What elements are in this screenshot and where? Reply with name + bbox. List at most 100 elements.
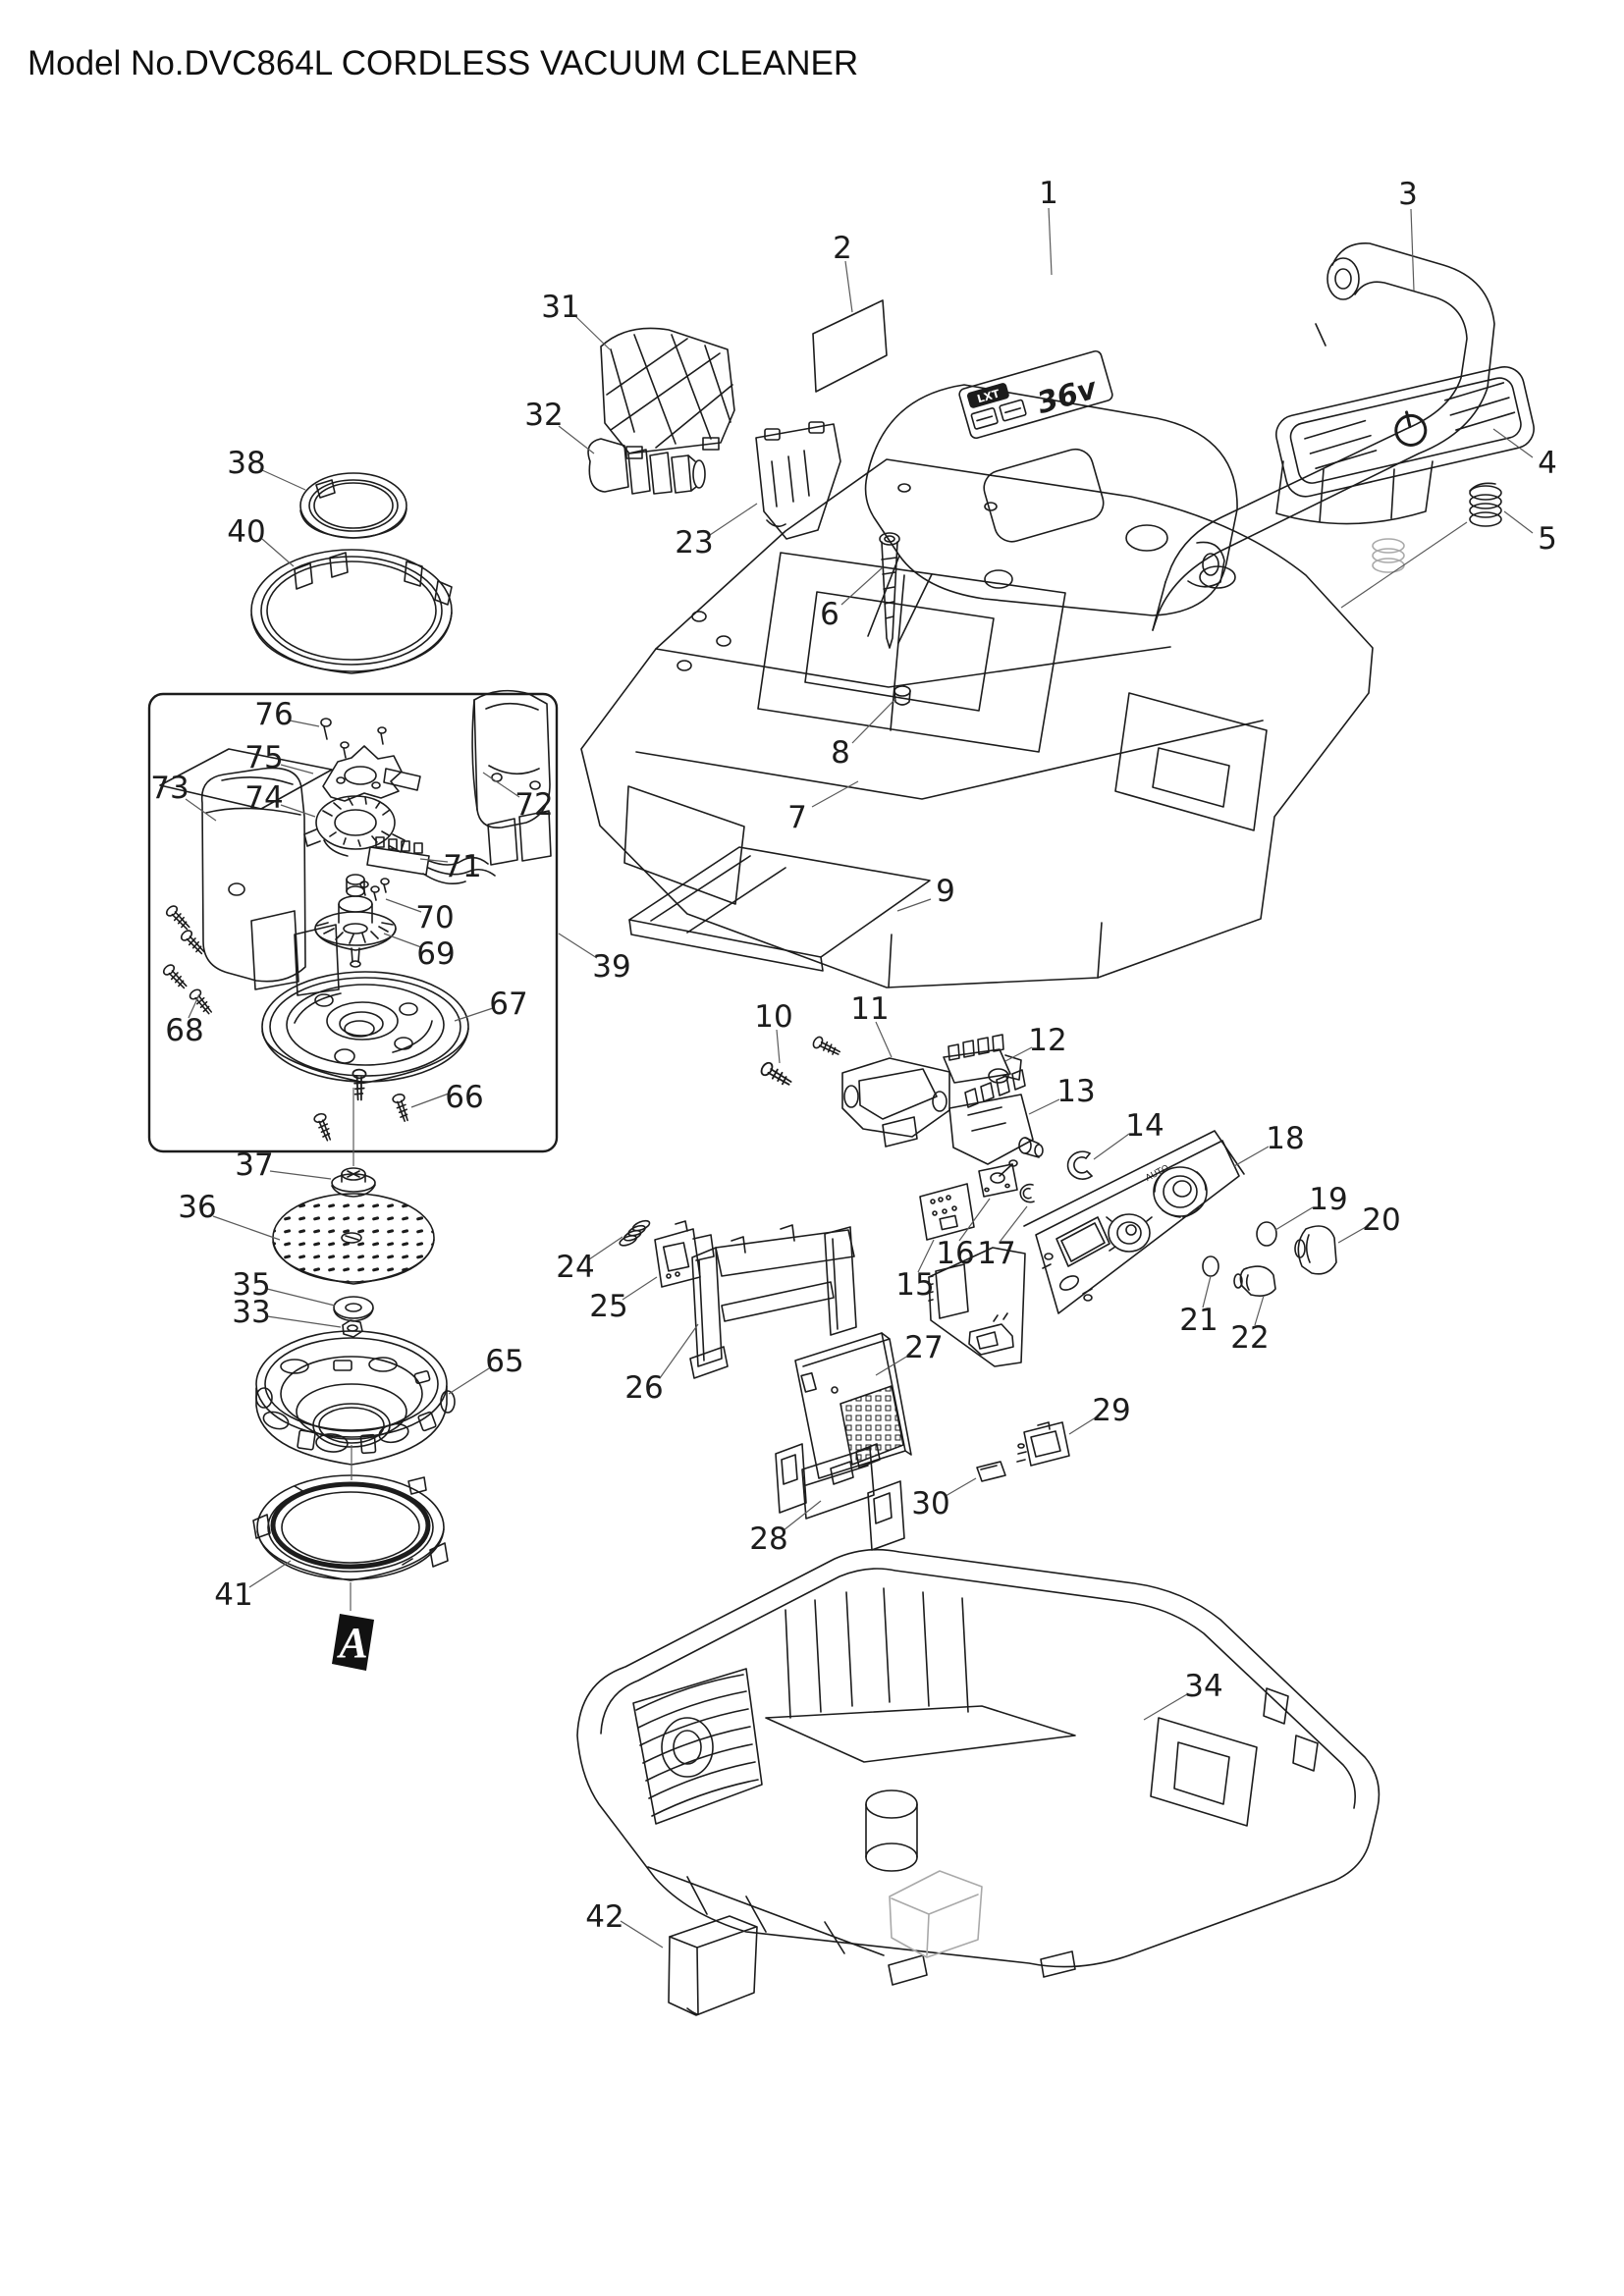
part-27-pcb [794, 1332, 912, 1485]
part-label-12: 12 [1028, 1023, 1066, 1058]
leader-line [709, 503, 758, 536]
leader-line [945, 1477, 977, 1497]
part-label-42: 42 [585, 1899, 623, 1935]
part-label-38: 38 [227, 446, 265, 481]
leader-line [1503, 510, 1534, 534]
leader-line [419, 858, 449, 863]
leader-line [185, 798, 217, 822]
voltage-sticker: LXT 36v [958, 349, 1113, 440]
leader-line [448, 1367, 490, 1395]
part-8-pin [893, 685, 911, 706]
leader-line [620, 1920, 664, 1949]
leader-line [958, 1198, 991, 1242]
part-68-screws [161, 903, 215, 1018]
leader-line [1068, 1416, 1097, 1435]
part-label-20: 20 [1362, 1202, 1400, 1238]
part-label-34: 34 [1184, 1669, 1222, 1704]
leader-line [1340, 521, 1468, 609]
leader-line [851, 698, 896, 744]
part-32-tube [587, 438, 706, 495]
part-label-65: 65 [485, 1344, 523, 1379]
part-42-foam-block [668, 1915, 758, 2016]
leader-line [574, 315, 611, 350]
part-label-26: 26 [624, 1370, 663, 1406]
part-23-bracket [755, 421, 841, 540]
part-37-cap [331, 1167, 376, 1198]
part-label-41: 41 [214, 1577, 252, 1613]
part-33-nut [342, 1319, 363, 1338]
part-label-8: 8 [831, 735, 850, 771]
leader-line [454, 1007, 494, 1022]
leader-line [1410, 208, 1415, 292]
part-41-clamp-ring [252, 1474, 449, 1581]
part-36-perforated-disc [272, 1193, 435, 1285]
part-label-11: 11 [850, 991, 889, 1027]
part-72-housing-cup [471, 689, 552, 866]
part-label-27: 27 [904, 1330, 943, 1365]
leader-line [212, 1215, 281, 1241]
subassembly-box [147, 692, 559, 1153]
part-label-39: 39 [592, 949, 630, 985]
part-15-pcb [919, 1183, 975, 1241]
leader-line [248, 1560, 292, 1588]
part-label-71: 71 [443, 849, 481, 884]
part-label-24: 24 [556, 1250, 594, 1285]
part-label-32: 32 [524, 398, 563, 433]
leader-line [1233, 1146, 1270, 1167]
leader-line [558, 933, 598, 959]
part-4-vent-cover [1275, 366, 1535, 525]
leader-line [289, 720, 320, 727]
part-label-17: 17 [977, 1236, 1015, 1271]
part-35-washer [333, 1296, 374, 1322]
part-label-15: 15 [895, 1267, 934, 1303]
leader-line [840, 566, 884, 606]
part-77-holder [928, 1247, 1026, 1367]
part-20-knob [1294, 1225, 1337, 1275]
part-1-battery-cover: LXT 36v [864, 349, 1238, 644]
part-label-23: 23 [675, 525, 713, 561]
leader-line [1143, 1693, 1188, 1721]
part-label-14: 14 [1125, 1108, 1164, 1144]
part-16-toggle-switch [978, 1159, 1018, 1198]
part-label-68: 68 [165, 1013, 203, 1048]
section-a-text: A [336, 1619, 367, 1667]
part-label-72: 72 [514, 787, 553, 823]
leader-line [844, 260, 853, 313]
part-74-stator [303, 795, 406, 857]
part-label-76: 76 [254, 697, 293, 732]
part-14-eclip [1066, 1150, 1093, 1180]
leader-line [659, 1323, 699, 1379]
leader-line [896, 898, 932, 912]
leader-line [558, 425, 595, 454]
part-label-25: 25 [589, 1289, 627, 1324]
part-label-18: 18 [1266, 1121, 1304, 1156]
part-30-plug [976, 1461, 1006, 1482]
part-label-3: 3 [1398, 177, 1418, 212]
part-76-screws [320, 718, 387, 759]
part-28-bracket [775, 1443, 905, 1551]
leader-line [875, 1021, 893, 1058]
part-5-spring [1469, 482, 1502, 527]
part-label-4: 4 [1538, 446, 1557, 481]
part-25-module [654, 1220, 715, 1288]
part-label-29: 29 [1092, 1393, 1130, 1428]
part-24-spring [619, 1219, 651, 1247]
part-label-74: 74 [244, 780, 283, 816]
part-67-baffle-plate [261, 971, 469, 1084]
leader-line [1254, 1295, 1265, 1326]
part-label-75: 75 [244, 740, 283, 775]
leader-line [1337, 1226, 1367, 1244]
part-2-sticker [812, 299, 888, 393]
part-17-eclip [1019, 1183, 1035, 1203]
leader-line [482, 772, 520, 798]
leader-line [783, 1500, 822, 1531]
section-a-tag: A [332, 1614, 374, 1671]
leader-line [1000, 1205, 1028, 1242]
part-label-31: 31 [541, 290, 579, 325]
ghost-filter-block [889, 1870, 983, 1958]
leader-line [266, 1288, 336, 1307]
leader-line [588, 1236, 623, 1260]
